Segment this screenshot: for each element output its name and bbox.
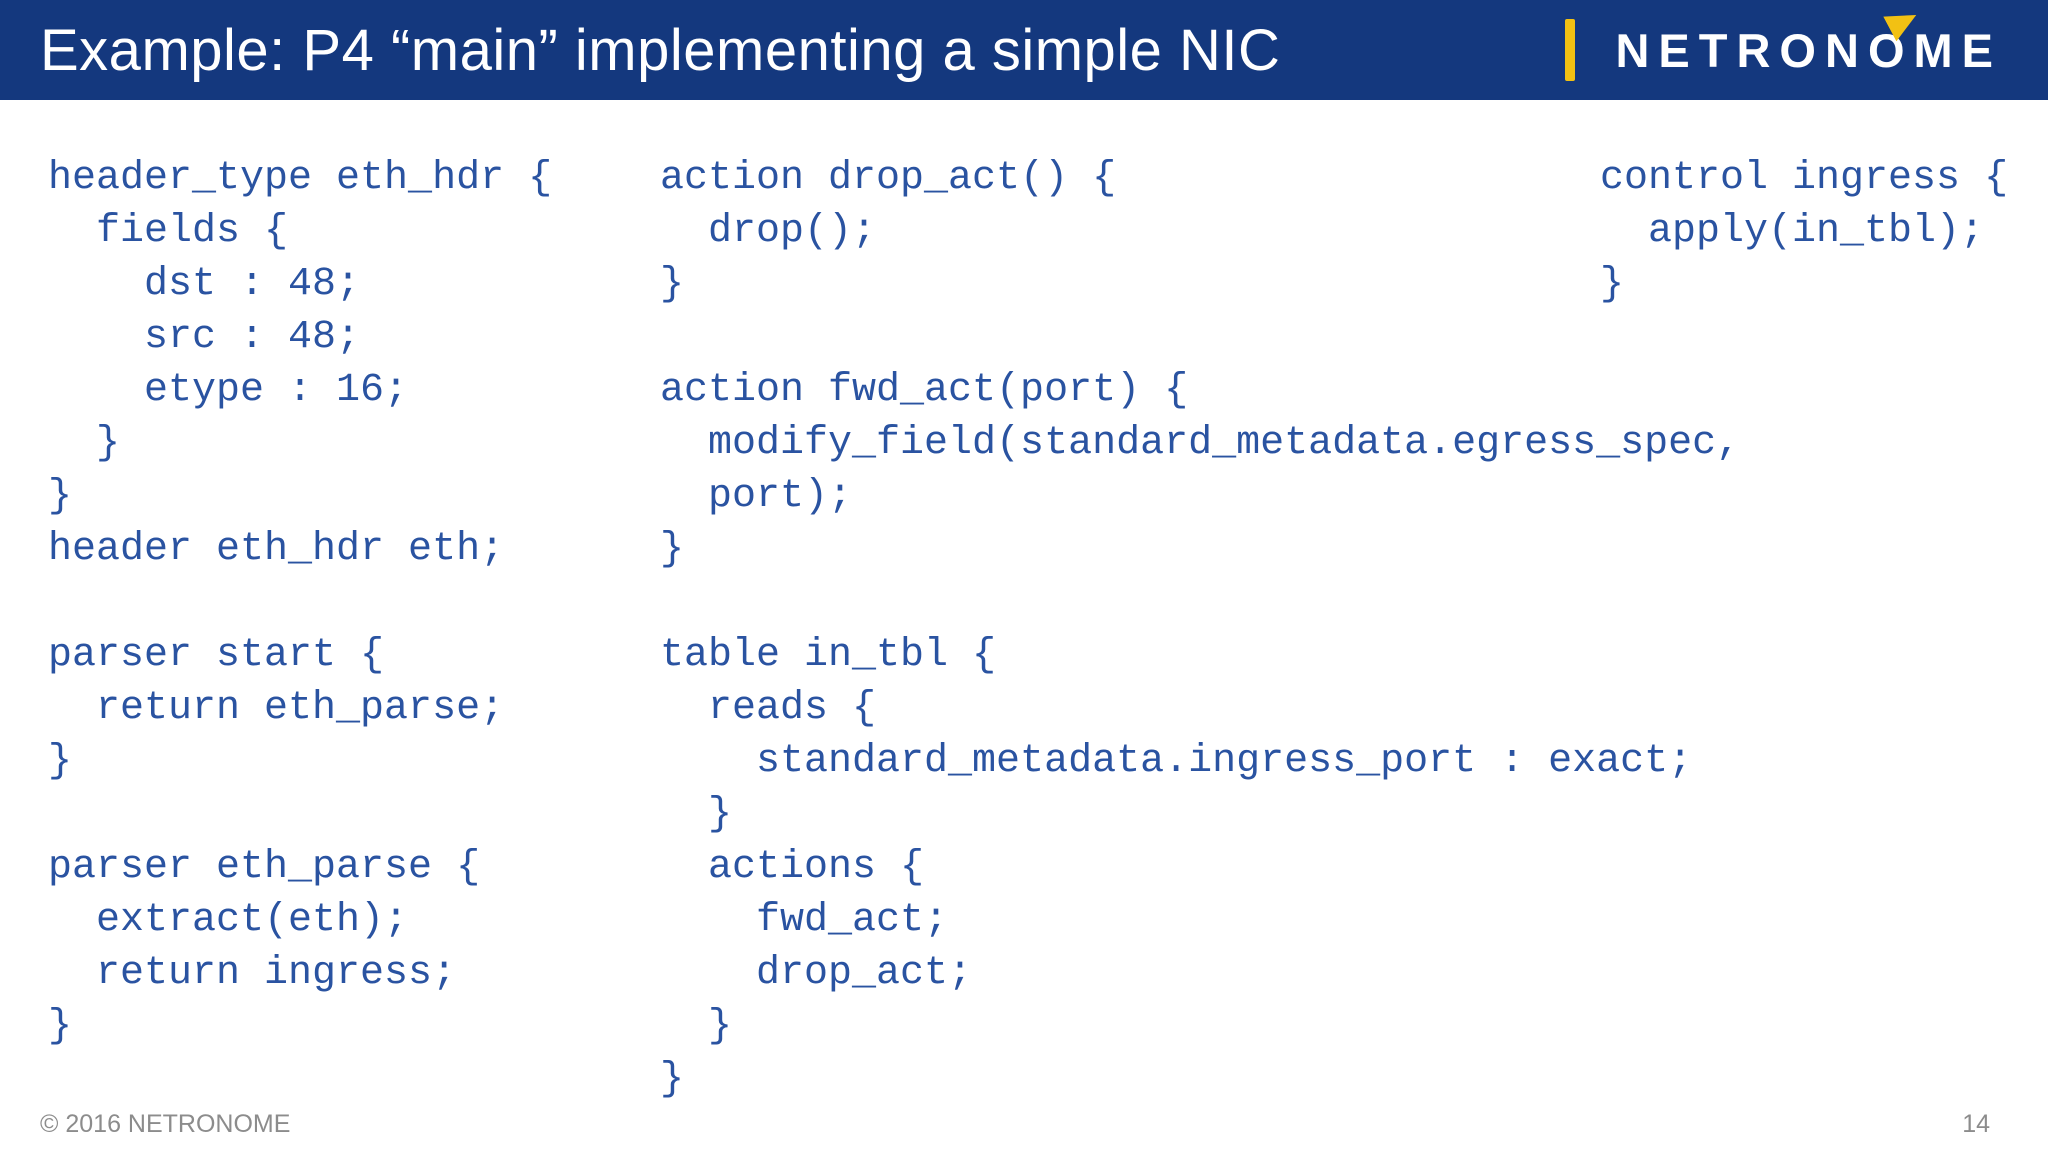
- slide-header: Example: P4 “main” implementing a simple…: [0, 0, 2048, 100]
- logo-letter-o: O: [1868, 23, 1914, 78]
- logo-text-post: ME: [1913, 23, 2002, 77]
- code-column-left: header_type eth_hdr { fields { dst : 48;…: [48, 156, 553, 1049]
- logo-accent-bar-icon: [1565, 19, 1576, 81]
- page-number: 14: [1962, 1110, 1990, 1138]
- logo-text-pre: NETRON: [1615, 23, 1868, 77]
- code-column-right: control ingress { apply(in_tbl); }: [1600, 156, 2009, 307]
- copyright-text: © 2016 NETRONOME: [40, 1110, 291, 1138]
- code-column-middle: action drop_act() { drop(); } action fwd…: [660, 156, 1741, 1102]
- logo-letter-o-text: O: [1867, 23, 1914, 77]
- slide-title: Example: P4 “main” implementing a simple…: [40, 17, 1281, 83]
